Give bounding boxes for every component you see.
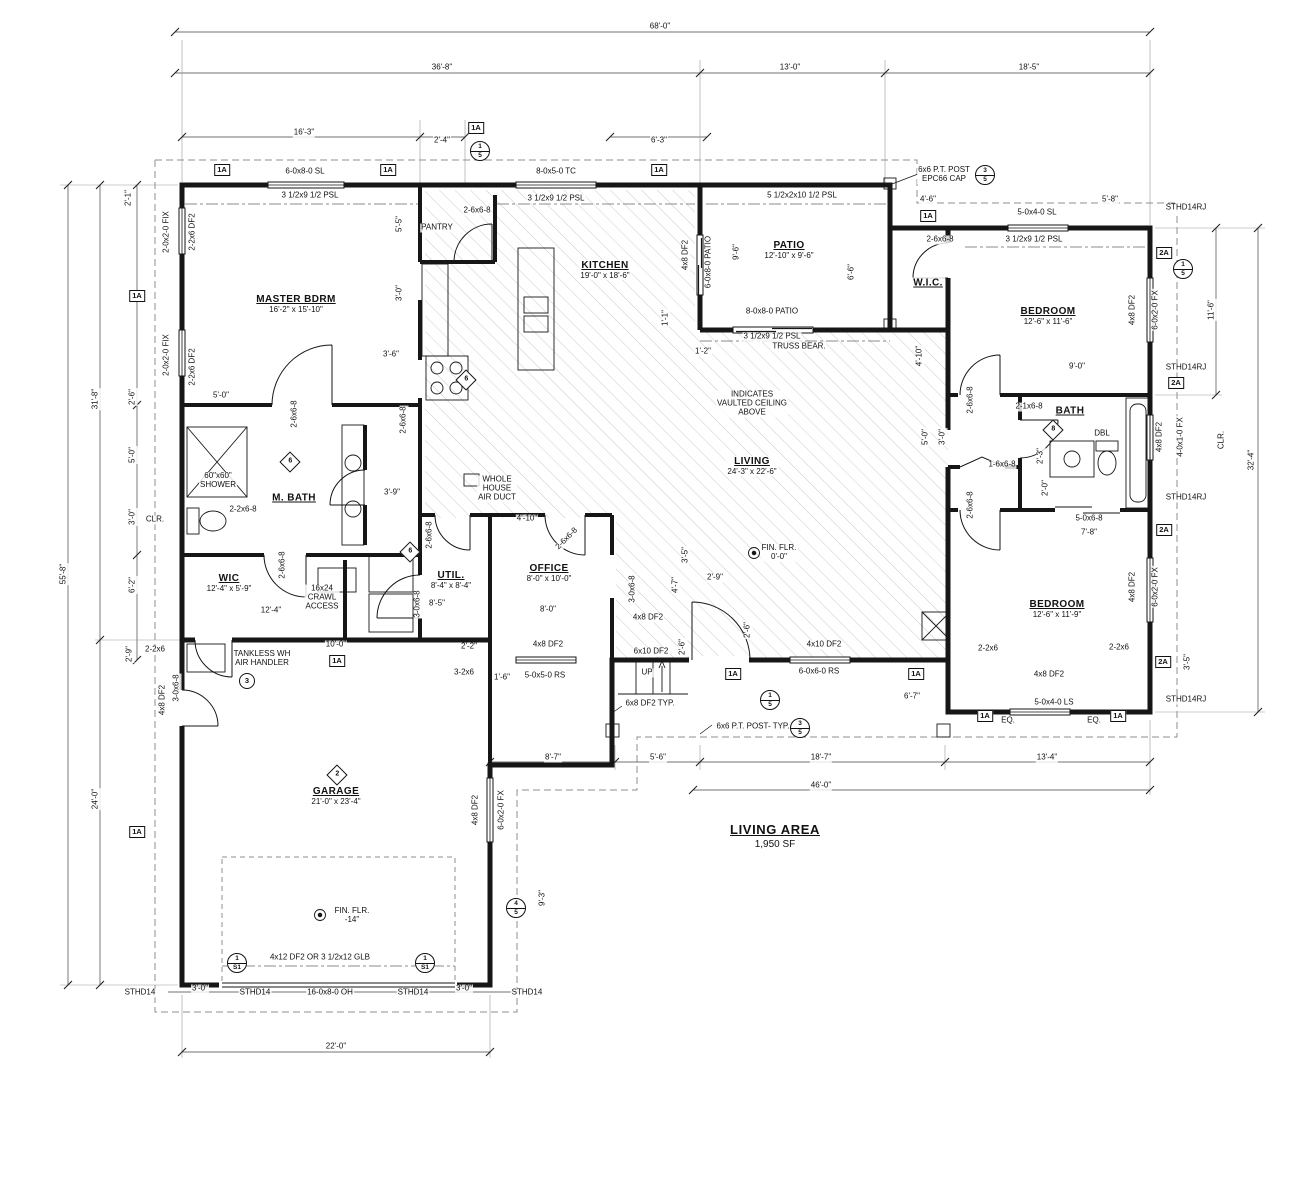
dimension-ticks: [63, 27, 1263, 1057]
beam-centerlines: [185, 203, 1148, 967]
vaulted-ceiling-hatch: [425, 190, 948, 658]
fixtures: [186, 177, 1151, 921]
garage-door-header: [222, 982, 455, 988]
sliding-doors: [696, 234, 814, 334]
windows: [178, 181, 1154, 843]
roof-overhang-dashed: [154, 159, 1178, 1013]
door-openings: [178, 656, 749, 989]
callout-leaders: [611, 173, 919, 735]
